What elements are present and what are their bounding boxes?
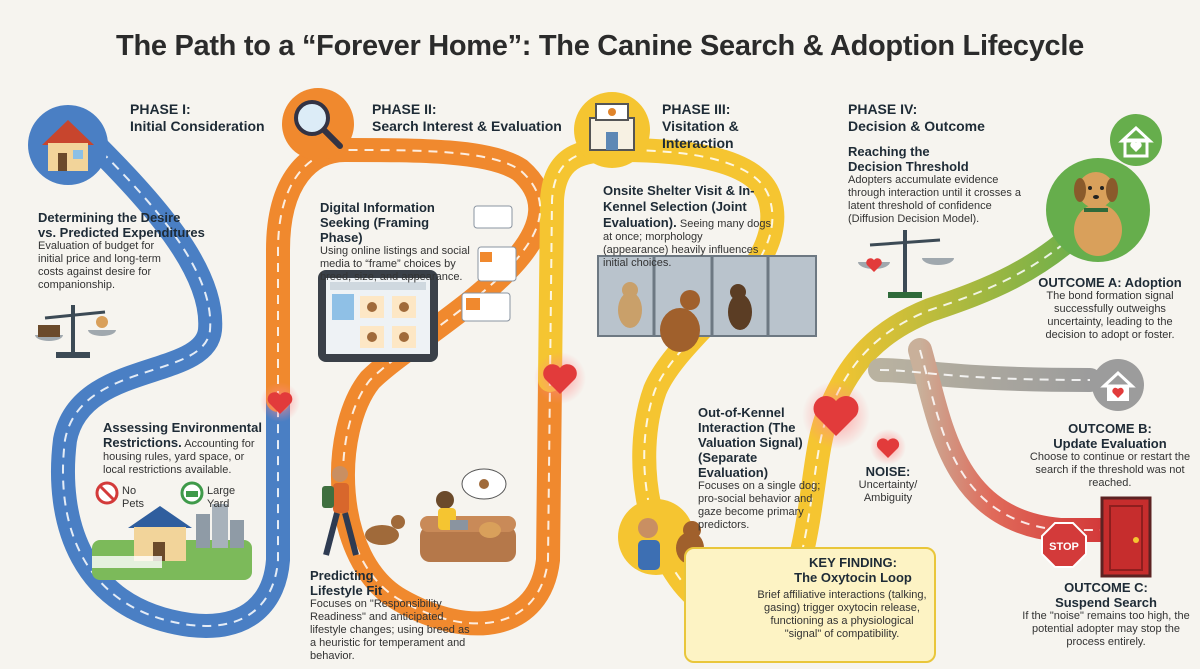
large-yard-label: Large Yard [207,485,236,510]
heart-icon [534,352,586,404]
phase3-step1-title: Onsite Shelter Visit & In-Kennel Selecti… [603,183,755,230]
phase2-name: Search Interest & Evaluation [372,118,562,134]
phase2-step2-title-a: Predicting [310,568,374,583]
kennel-icon [597,255,817,352]
phase1-step2: Assessing Environmental Restrictions. Ac… [103,420,263,477]
home-heart-icon [1110,114,1162,166]
tablet-icon [318,270,438,362]
noise-body: Uncertainty/ Ambiguity [858,479,918,504]
no-pets-icon [95,481,119,505]
walker-icon [322,466,405,556]
shelter-icon [574,92,650,168]
road-to-stop [908,338,1112,542]
door-icon [1100,496,1152,578]
magnifier-icon [282,88,354,160]
noise-note: NOISE: Uncertainty/ Ambiguity [848,464,928,505]
key-finding-box: KEY FINDING: The Oxytocin Loop Brief aff… [684,547,936,663]
stop-sign-label: STOP [1049,541,1079,553]
phase1-name: Initial Consideration [130,118,265,134]
heart-icon [260,382,300,422]
phase1-step1-body: Evaluation of budget for initial price a… [38,240,161,291]
stop-sign-icon: STOP [1041,522,1087,568]
heart-icon [802,381,870,449]
listing-cards-icon [461,205,517,322]
phase1-step1-title-a: Determining the Desire [38,210,181,225]
outcome-a-body: The bond formation signal successfully o… [1045,290,1175,341]
phase2-step2-body: Focuses on "Responsibility Readiness" an… [310,598,470,662]
phase2-label: PHASE II: [372,101,437,117]
couch-icon [420,468,516,562]
phase3-step1-body: Seeing many dogs at once; morphology (ap… [603,218,772,269]
outcome-b-title: Update Evaluation [1053,436,1167,451]
phase2-step1: Digital Information Seeking (Framing Pha… [320,200,470,284]
phase3-step2-title: Out-of-Kennel Interaction (The Valuation… [698,405,803,480]
page-title: The Path to a “Forever Home”: The Canine… [116,30,1084,62]
phase1-step2-title-a: Assessing Environmental [103,420,262,435]
phase1-step2-title-b: Restrictions. [103,435,182,450]
house-icon [28,105,108,185]
threshold-title-a: Reaching the [848,144,930,159]
outcome-c-body: If the "noise" remains too high, the pot… [1022,610,1190,648]
outcome-c-title: Suspend Search [1055,595,1157,610]
outcome-a: OUTCOME A: Adoption The bond formation s… [1026,275,1194,342]
outcome-b-label: OUTCOME B: [1068,421,1152,436]
outcome-c-label: OUTCOME C: [1064,580,1148,595]
noise-title: NOISE: [865,464,911,479]
dog-icon [1046,158,1150,262]
outcome-b-body: Choose to continue or restart the search… [1029,451,1191,489]
phase1-header: PHASE I: Initial Consideration [130,101,280,135]
phase2-step2-title-b: Lifestyle Fit [310,583,383,598]
phase2-step1-body: Using online listings and social media t… [320,245,470,283]
scale-icon [858,230,954,298]
key-finding-body: Brief affiliative interactions (talking,… [757,589,927,640]
large-yard-icon [180,481,204,505]
outcome-a-title: OUTCOME A: Adoption [1038,275,1182,290]
environment-house-icon [92,504,252,580]
key-finding-label: KEY FINDING: [809,555,897,570]
phase4-label: PHASE IV: [848,101,918,117]
phase3-step1: Onsite Shelter Visit & In-Kennel Selecti… [603,183,771,270]
phase2-header: PHASE II: Search Interest & Evaluation [372,101,562,135]
phase4-header: PHASE IV: Decision & Outcome [848,101,998,135]
scale-icon [35,305,116,358]
phase4-name: Decision & Outcome [848,118,985,134]
outcome-c: OUTCOME C: Suspend Search If the "noise"… [1016,580,1196,649]
phase2-step2: Predicting Lifestyle Fit Focuses on "Res… [310,568,478,663]
road-to-update [868,358,1102,392]
no-pets-label: No Pets [122,485,145,510]
phase3-header: PHASE III: Visitation & Interaction [662,101,812,152]
key-finding-heading: KEY FINDING: The Oxytocin Loop [778,555,928,585]
phase3-step2: Out-of-Kennel Interaction (The Valuation… [698,405,823,532]
heart-icon [870,429,906,465]
phase1-step1-title-b: vs. Predicted Expenditures [38,225,205,240]
home-heart-icon [1092,359,1144,411]
outcome-b: OUTCOME B: Update Evaluation Choose to c… [1026,421,1194,490]
phase1-step2-body: Accounting for housing rules, yard space… [103,438,255,476]
decision-threshold: Reaching the Decision Threshold Adopters… [848,144,1023,226]
threshold-title-b: Decision Threshold [848,159,969,174]
phase3-label: PHASE III: [662,101,731,117]
phase3-name: Visitation & Interaction [662,118,739,151]
phase1-step1: Determining the Desire vs. Predicted Exp… [38,210,213,292]
key-finding-title: The Oxytocin Loop [794,570,912,585]
phase1-label: PHASE I: [130,101,191,117]
phase3-step2-body: Focuses on a single dog; pro-social beha… [698,480,821,531]
phase2-step1-title: Digital Information Seeking (Framing Pha… [320,200,435,245]
threshold-body: Adopters accumulate evidence through int… [848,174,1022,225]
